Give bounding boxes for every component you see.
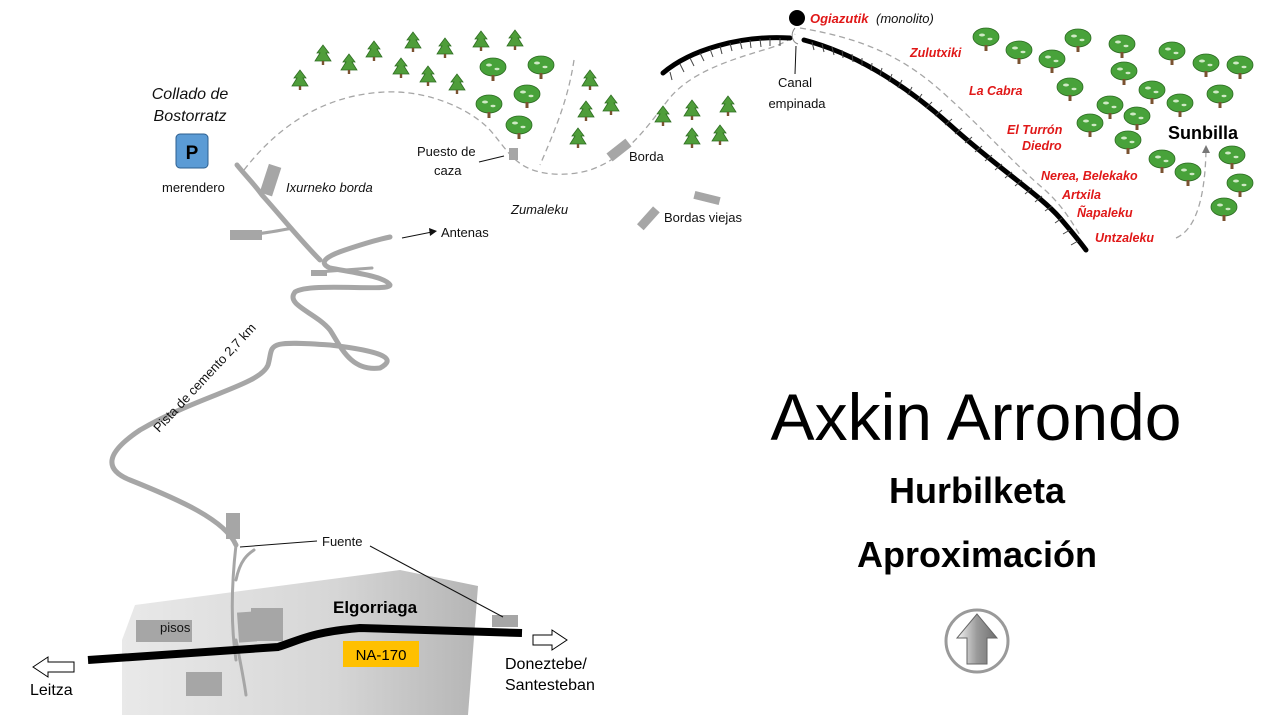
sector-label: Diedro xyxy=(1022,139,1062,153)
antenas-label: Antenas xyxy=(441,225,489,240)
sector-label: Ñapaleku xyxy=(1077,205,1133,220)
cliff-east xyxy=(801,37,1089,253)
trail-sunbilla xyxy=(1175,149,1207,239)
fuente-label: Fuente xyxy=(322,534,362,549)
cement-track xyxy=(109,234,393,548)
sunbilla-label: Sunbilla xyxy=(1168,123,1239,143)
borda-building xyxy=(606,138,632,162)
canal-marker xyxy=(791,27,799,45)
building xyxy=(136,620,192,642)
hunting-post-label-1: Puesto de xyxy=(417,144,476,159)
summit-marker xyxy=(789,10,805,26)
road-code-badge xyxy=(343,641,419,667)
hunting-post xyxy=(509,148,518,160)
zumaleku-label: Zumaleku xyxy=(510,202,568,217)
old-borda xyxy=(636,206,660,231)
picnic-label: merendero xyxy=(162,180,225,195)
cliff-hatching xyxy=(811,41,1079,246)
sector-label: Zulutxiki xyxy=(909,46,962,60)
trail-arrow xyxy=(1202,145,1210,153)
building xyxy=(492,615,518,627)
building xyxy=(186,672,222,696)
trail-base xyxy=(799,27,1081,236)
fuente-leader-1 xyxy=(239,540,318,548)
doneztebe-label-2: Santesteban xyxy=(505,677,595,694)
doneztebe-label-1: Doneztebe/ xyxy=(505,656,587,673)
ixurneko-label: Ixurneko borda xyxy=(286,180,373,195)
fuente-leader-2 xyxy=(369,545,504,618)
summit-label: Ogiazutik xyxy=(810,11,869,26)
road-code-label: NA-170 xyxy=(356,647,407,664)
antenas-arrow xyxy=(401,231,433,239)
cliff-hatching xyxy=(669,38,781,81)
subtitle-spanish: Aproximación xyxy=(857,534,1097,575)
cement-track-upper xyxy=(234,162,323,263)
sector-label: El Turrón xyxy=(1007,123,1063,137)
trail-branch xyxy=(539,59,575,166)
borda-label: Borda xyxy=(629,149,664,164)
trail-main xyxy=(243,33,796,175)
sector-label: Nerea, Belekako xyxy=(1041,169,1138,183)
leitza-label: Leitza xyxy=(30,682,73,699)
sector-label: La Cabra xyxy=(969,84,1023,98)
pass-name-line1: Collado de xyxy=(152,86,229,103)
building xyxy=(311,270,327,276)
canal-leader xyxy=(794,45,797,75)
pass-name-line2: Bostorratz xyxy=(154,108,227,125)
town-label: Elgorriaga xyxy=(333,598,418,617)
main-road xyxy=(87,623,523,664)
arrow-doneztebe xyxy=(532,629,568,651)
building xyxy=(251,608,283,641)
antenas-arrowhead xyxy=(429,228,437,236)
forest-broadleaf xyxy=(475,27,1254,222)
building xyxy=(259,163,282,197)
sector-label: Artxila xyxy=(1061,188,1101,202)
sector-label: Untzaleku xyxy=(1095,231,1154,245)
pisos-label: pisos xyxy=(160,620,191,635)
building xyxy=(230,230,262,240)
canal-label-1: Canal xyxy=(778,75,812,90)
old-borda xyxy=(693,190,721,206)
cliff-west xyxy=(660,35,793,76)
village-street xyxy=(234,548,256,582)
hunting-post-leader xyxy=(478,155,505,163)
map-title: Axkin Arrondo xyxy=(771,380,1182,454)
cement-track-label: Pista de cemento 2,7 km xyxy=(150,320,259,435)
parking-symbol: P xyxy=(186,143,199,164)
bordas-viejas-label: Bordas viejas xyxy=(664,210,743,225)
canal-label-2: empinada xyxy=(768,96,826,111)
parking-sign xyxy=(175,133,209,169)
hunting-post-label-2: caza xyxy=(434,163,462,178)
summit-note: (monolito) xyxy=(876,11,934,26)
subtitle-basque: Hurbilketa xyxy=(889,470,1066,511)
village-street xyxy=(234,638,248,697)
north-arrow-icon xyxy=(944,608,1010,674)
arrow-leitza xyxy=(32,656,75,678)
